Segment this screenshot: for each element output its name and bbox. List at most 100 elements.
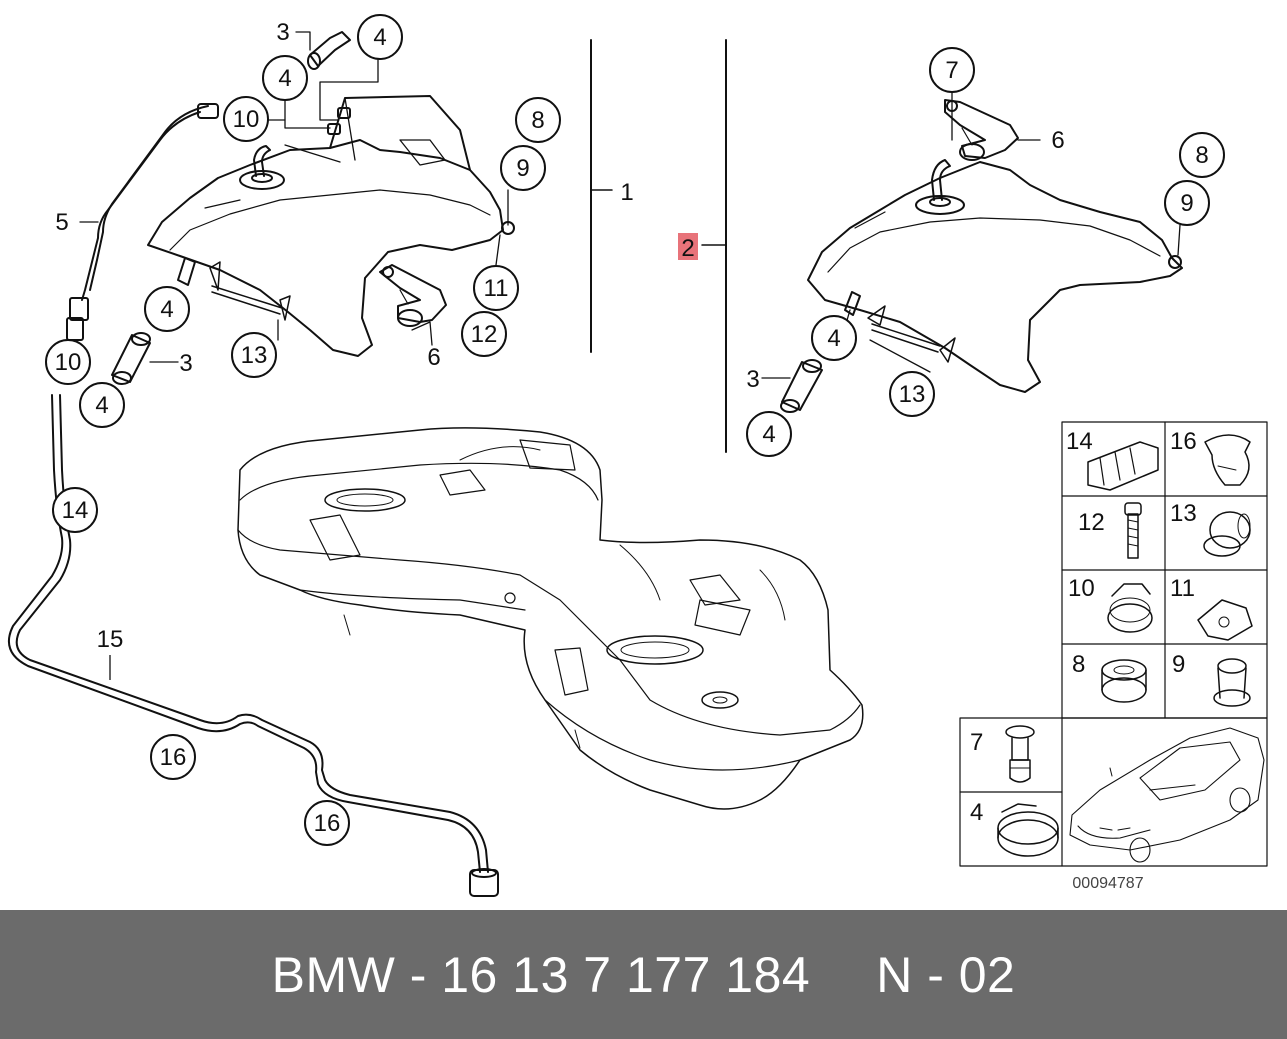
callout-label: 11 <box>484 275 509 302</box>
grid-cell-label-8: 8 <box>1072 651 1085 678</box>
callout-label: 14 <box>62 497 89 524</box>
circled-callout-10: 10 <box>45 339 91 385</box>
callout-label: 8 <box>1195 142 1208 169</box>
callout-circle <box>144 286 190 332</box>
callout-circle <box>45 339 91 385</box>
fuel-tank <box>237 427 864 810</box>
callout-label: 9 <box>516 155 529 182</box>
circled-callout-4: 4 <box>746 411 792 457</box>
leader-lines-left <box>79 31 509 363</box>
circled-callout-8: 8 <box>515 97 561 143</box>
small-hose-top <box>307 31 351 70</box>
grid-cell-label-14: 14 <box>1066 428 1093 455</box>
callout-label: 4 <box>95 392 108 419</box>
callout-circle <box>223 96 269 142</box>
grid-cell-label-13: 13 <box>1170 500 1197 527</box>
expansion-tank-left <box>147 95 515 357</box>
grid-cell-label-9: 9 <box>1172 651 1185 678</box>
plain-callout-6: 6 <box>1051 127 1064 154</box>
callout-circle <box>929 47 975 93</box>
callout-label: 16 <box>314 810 341 837</box>
circled-callout-4: 4 <box>262 55 308 101</box>
callout-label: 10 <box>233 106 260 133</box>
grid-cell-label-10: 10 <box>1068 575 1095 602</box>
callout-label: 4 <box>762 421 775 448</box>
callout-circle <box>304 800 350 846</box>
plain-callout-15: 15 <box>97 626 124 653</box>
callout-label: 7 <box>945 57 958 84</box>
callout-label: 8 <box>531 107 544 134</box>
callout-label: 10 <box>55 349 82 376</box>
callout-circle <box>1179 132 1225 178</box>
callout-label: 4 <box>278 65 291 92</box>
clamps-top <box>327 107 351 135</box>
parts-grid <box>959 421 1268 867</box>
circled-callout-11: 11 <box>473 265 519 311</box>
circled-callout-10: 10 <box>223 96 269 142</box>
circled-callout-4: 4 <box>79 382 125 428</box>
part-number-label: BMW - 16 13 7 177 184 <box>271 946 811 1003</box>
hose-clip-right <box>944 99 1019 161</box>
circled-callout-16: 16 <box>304 800 350 846</box>
hose-right-3 <box>780 359 823 413</box>
part-number-footer: BMW - 16 13 7 177 184 N - 02 <box>0 910 1287 1039</box>
grid-cell-label-11: 11 <box>1170 575 1195 602</box>
callout-circle <box>150 734 196 780</box>
expansion-tank-right <box>807 159 1183 393</box>
hose-left-3 <box>111 332 151 385</box>
callout-circle <box>52 487 98 533</box>
circled-callout-4: 4 <box>357 14 403 60</box>
circled-callout-9: 9 <box>500 145 546 191</box>
plain-callout-3: 3 <box>179 350 192 377</box>
plain-callout-1: 1 <box>620 179 633 206</box>
circled-callout-9: 9 <box>1164 180 1210 226</box>
circled-callout-14: 14 <box>52 487 98 533</box>
circled-callout-4: 4 <box>144 286 190 332</box>
grid-cell-label-4: 4 <box>970 799 983 826</box>
callout-circle <box>811 315 857 361</box>
circled-callout-8: 8 <box>1179 132 1225 178</box>
callout-circle <box>473 265 519 311</box>
grid-cell-label-16: 16 <box>1170 428 1197 455</box>
circled-callout-4: 4 <box>811 315 857 361</box>
callout-label: 13 <box>899 381 926 408</box>
callout-circle <box>515 97 561 143</box>
highlighted-callout-label: 2 <box>681 235 694 262</box>
grid-cell-label-7: 7 <box>970 729 983 756</box>
callout-circle <box>500 145 546 191</box>
callout-label: 9 <box>1180 190 1193 217</box>
callout-label: 12 <box>471 321 498 348</box>
callout-circle <box>79 382 125 428</box>
circled-callout-12: 12 <box>461 311 507 357</box>
callout-circle <box>231 332 277 378</box>
callout-label: 13 <box>241 342 268 369</box>
circled-callout-13: 13 <box>889 371 935 417</box>
callout-circle <box>461 311 507 357</box>
callout-circle <box>357 14 403 60</box>
callout-label: 4 <box>827 325 840 352</box>
vent-line <box>8 103 499 897</box>
grid-part-icons <box>997 434 1253 857</box>
car-sketch <box>1069 727 1265 863</box>
reference-number: 00094787 <box>1072 875 1143 892</box>
callout-label: 4 <box>160 296 173 323</box>
circled-callout-7: 7 <box>929 47 975 93</box>
callout-circle <box>262 55 308 101</box>
highlight-box <box>678 233 698 260</box>
plain-callout-3: 3 <box>276 19 289 46</box>
highlighted-callout-2: 2 <box>678 233 698 262</box>
callout-label: 16 <box>160 744 187 771</box>
plain-callout-5: 5 <box>55 209 68 236</box>
hose-clip-left <box>379 264 447 327</box>
circled-callout-13: 13 <box>231 332 277 378</box>
callout-label: 4 <box>373 24 386 51</box>
position-label: N - 02 <box>876 946 1016 1003</box>
callout-circle <box>1164 180 1210 226</box>
circled-callout-16: 16 <box>150 734 196 780</box>
plain-callout-6: 6 <box>427 344 440 371</box>
callout-circle <box>889 371 935 417</box>
